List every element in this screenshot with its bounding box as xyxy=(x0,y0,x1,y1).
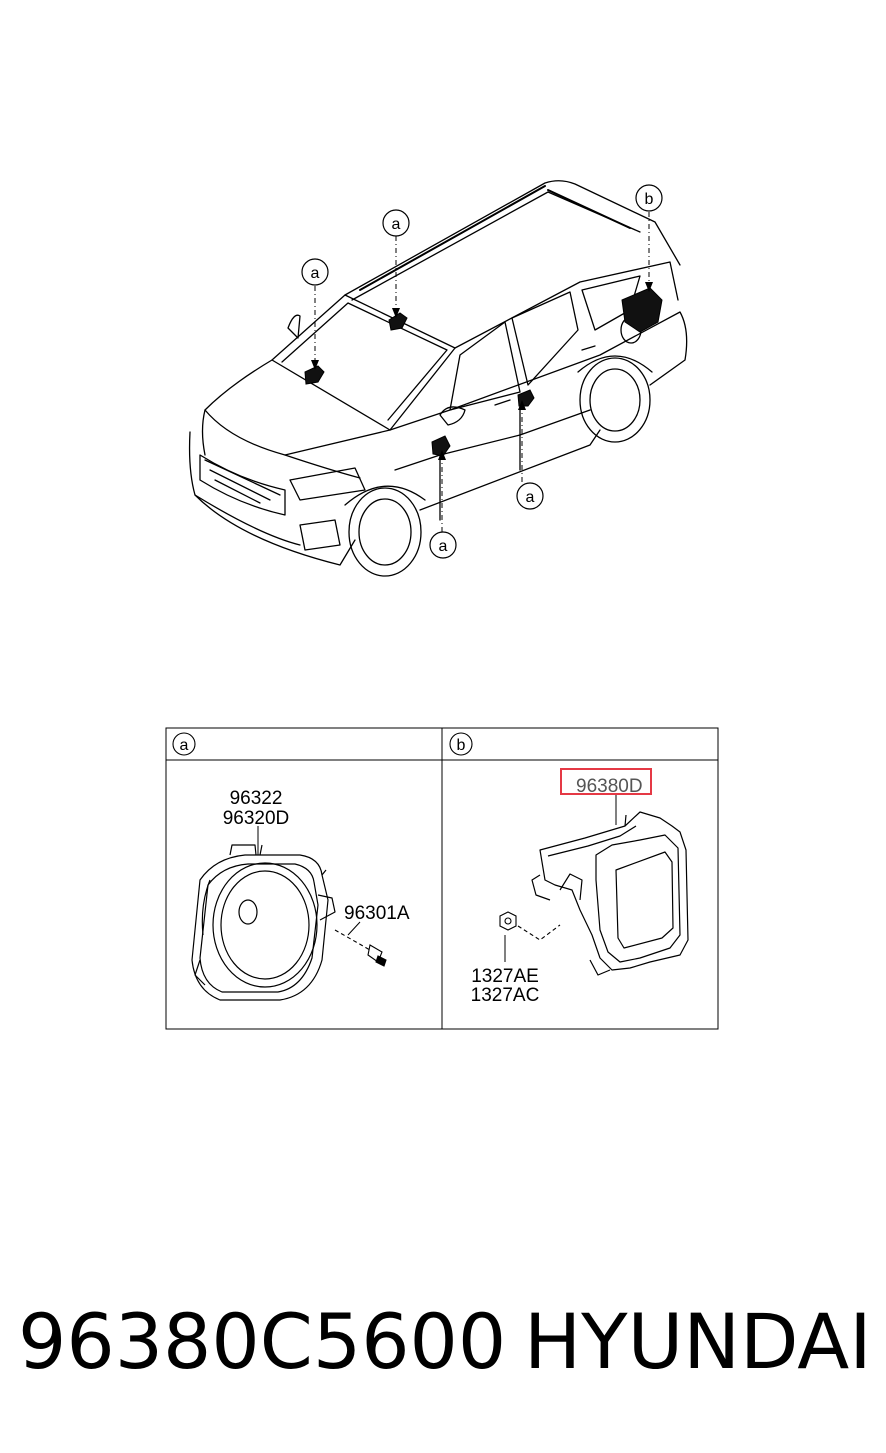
speaker-drawing xyxy=(191,844,336,1001)
panel-b-leaders xyxy=(504,795,617,962)
speaker-marker-front-door xyxy=(431,435,451,457)
panel-a-leaders xyxy=(257,826,361,936)
parts-table: a b xyxy=(165,727,719,1030)
label-1327AC: 1327AC xyxy=(471,985,540,1006)
svg-text:b: b xyxy=(457,737,466,754)
svg-text:a: a xyxy=(439,538,448,555)
brand-name: HYUNDAI xyxy=(524,1297,872,1386)
svg-text:a: a xyxy=(526,489,535,506)
screw-96301A xyxy=(334,929,387,967)
speaker-marker-dash-right xyxy=(388,312,408,331)
svg-text:a: a xyxy=(180,737,189,754)
label-96301A: 96301A xyxy=(344,903,410,924)
callout-b-rear: b xyxy=(635,184,663,212)
svg-text:a: a xyxy=(392,216,401,233)
leader-arrowheads xyxy=(311,282,653,460)
speaker-markers xyxy=(304,287,663,457)
highlight-box-96380D xyxy=(560,768,652,795)
footer: 96380C5600 HYUNDAI xyxy=(0,1292,886,1402)
label-1327AE: 1327AE xyxy=(471,966,539,987)
table-header-a: a xyxy=(172,732,196,756)
svg-text:a: a xyxy=(311,265,320,282)
callout-a-dash-left: a xyxy=(301,258,329,286)
subwoofer-drawing xyxy=(531,811,689,976)
svg-text:b: b xyxy=(645,191,654,208)
label-96380D: 96380D xyxy=(576,776,643,797)
label-96322: 96322 xyxy=(230,788,283,809)
label-96320D: 96320D xyxy=(223,808,290,829)
callout-a-rear-door: a xyxy=(516,482,544,510)
callout-a-front-door: a xyxy=(429,531,457,559)
nut-1327AE xyxy=(499,911,561,941)
callout-a-dash-right: a xyxy=(382,209,410,237)
part-number: 96380C5600 xyxy=(18,1297,507,1386)
table-header-b: b xyxy=(449,732,473,756)
leader-lines xyxy=(314,212,650,532)
vehicle-illustration xyxy=(188,180,688,577)
